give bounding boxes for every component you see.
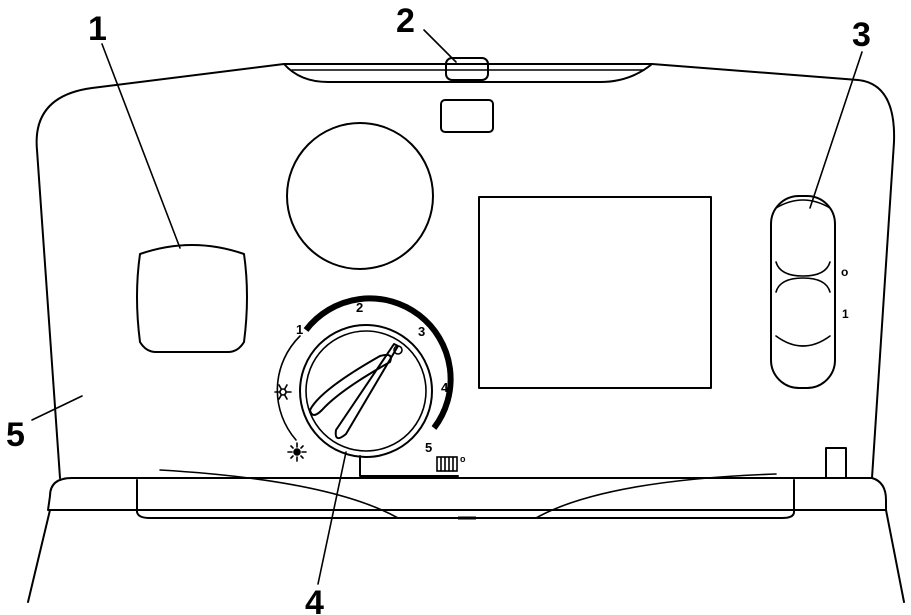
temperature-dial[interactable] [299, 324, 433, 458]
main-switch-rocker-top[interactable] [775, 199, 831, 209]
switch-on-label: 1 [842, 307, 849, 321]
sun-icon [287, 442, 307, 462]
callout-1: 1 [88, 10, 107, 48]
dial-stem [359, 455, 459, 477]
latch [825, 447, 847, 479]
flap-legs [27, 509, 905, 603]
callout-4: 4 [305, 584, 324, 615]
top-slot [283, 63, 653, 83]
dial-scale-label-5: 5 [425, 440, 432, 455]
dial-pointer-dot [393, 345, 403, 355]
leader-line-2 [423, 29, 457, 63]
radiator-icon [436, 456, 458, 472]
dial-grip-curve [309, 353, 392, 416]
callout-2: 2 [396, 2, 415, 40]
lower-flap [47, 477, 887, 511]
leader-line-1 [101, 43, 181, 249]
dial-pointer [334, 343, 399, 440]
leader-line-5 [31, 395, 83, 421]
flap-curve-left [159, 469, 399, 519]
top-indicator [445, 57, 489, 81]
dial-scale-label-4: 4 [441, 380, 449, 395]
round-gauge [286, 122, 434, 270]
callout-3: 3 [852, 16, 871, 54]
main-switch-rocker-bottom[interactable] [775, 335, 831, 347]
main-switch-divider [775, 261, 831, 293]
flap-curve-right [535, 473, 777, 519]
temperature-dial-inner [305, 330, 427, 452]
dial-scale-label-2: 2 [356, 300, 363, 315]
dial-scale-arc-thick [303, 295, 454, 430]
leader-line-3 [809, 51, 863, 209]
main-switch-housing[interactable] [770, 195, 836, 389]
leader-line-4 [317, 451, 347, 585]
switch-off-label: o [841, 265, 848, 279]
snowflake-icon [274, 384, 292, 400]
callout-5: 5 [6, 416, 25, 454]
flap-tray [136, 479, 795, 519]
radiator-suffix: o [460, 454, 466, 464]
display-window [136, 244, 248, 353]
dial-scale-arc-thin [276, 335, 301, 441]
indicator-lamp [440, 99, 494, 133]
display-screen [478, 196, 712, 389]
dial-scale-label-3: 3 [418, 324, 425, 339]
dial-scale-label-1: 1 [296, 322, 303, 337]
panel-outline [35, 63, 896, 479]
